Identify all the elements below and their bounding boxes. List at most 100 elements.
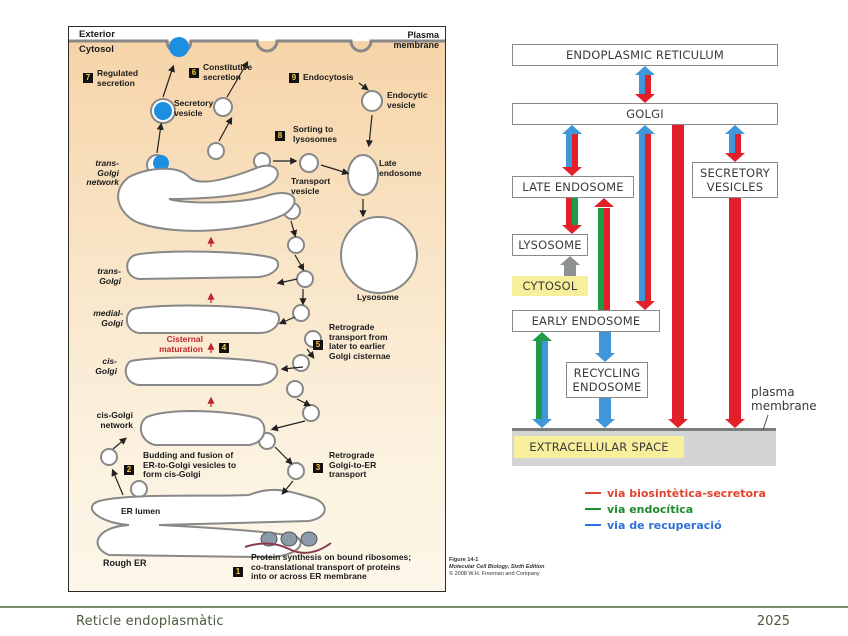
arrow-golgi-early-endosome-up-shaft [639, 133, 645, 302]
figure-caption: Figure 14-1 Molecular Cell Biology, Sixt… [449, 557, 544, 578]
arrow-pm-early-endosome-down-head [532, 419, 552, 428]
cytosol-label: Cytosol [79, 44, 114, 55]
footer-year: 2025 [756, 614, 790, 629]
medial-golgi-label: medial- Golgi [93, 308, 123, 328]
arrow-late-lysosome-head [562, 225, 582, 234]
constitutive-secretion-label: Constitutive secretion [203, 62, 253, 82]
arrow-golgi-constitutive-head [668, 419, 688, 428]
trans-golgi-network-label: trans- Golgi network [86, 158, 119, 187]
arrow-golgi-late-endosome-up-shaft [566, 133, 572, 168]
arrow-late-lysosome-red-shaft [566, 198, 572, 226]
arrow-golgi-late-endosome-down-shaft [572, 133, 578, 168]
plasma-membrane-pointer [762, 414, 769, 431]
step-6-badge: 6 [189, 68, 199, 78]
plasma-membrane-label: Plasma membrane [393, 30, 439, 50]
arrow-pm-early-endosome-down-shaft [542, 340, 548, 420]
budding-fusion-label: Budding and fusion of ER-to-Golgi vesicl… [143, 450, 237, 479]
box-endoplasmic-reticulum: ENDOPLASMIC RETICULUM [512, 44, 778, 66]
cis-golgi-cisterna [124, 356, 279, 386]
box-lysosome: LYSOSOME [512, 234, 588, 256]
arrow-er-golgi-down-shaft [645, 74, 651, 95]
exocytosed-granule [169, 37, 189, 57]
trans-golgi-cisterna [126, 250, 280, 281]
arrow-golgi-secretory-down-head [725, 153, 745, 162]
legend-label: via endocítica [607, 502, 694, 516]
box-recycling-endosome: RECYCLING ENDOSOME [566, 362, 648, 398]
arrow-recycling-pm-shaft [599, 398, 611, 420]
arrow-secretory-exocytosis-head [725, 419, 745, 428]
regulated-secretion-label: Regulated secretion [97, 68, 139, 88]
arrow-golgi-late-endosome-up-head [562, 125, 582, 134]
rough-er-label: Rough ER [103, 558, 147, 568]
lysosome-label: Lysosome [357, 292, 399, 302]
step-3-badge: 3 [313, 463, 323, 473]
arrow-late-lysosome-green-shaft [572, 198, 578, 226]
arrow-early-late-green-shaft [598, 208, 604, 310]
legend-item-biosynthetic: via biosintètica-secretora [585, 485, 766, 501]
mrna [244, 542, 332, 554]
exterior-region [69, 27, 445, 41]
box-cytosol: CYTOSOL [512, 276, 588, 296]
legend-swatch [585, 492, 601, 494]
transport-vesicle-label: Transport vesicle [291, 176, 331, 196]
retrograde-er-label: Retrograde Golgi-to-ER transport [329, 450, 377, 479]
arrow-pm-early-endosome-up-shaft [536, 340, 542, 420]
step-9-badge: 9 [289, 73, 299, 83]
trans-golgi-label: trans- Golgi [97, 266, 121, 286]
lysosome [340, 216, 418, 294]
tgn-vesicle [207, 142, 225, 160]
box-late-endosome: LATE ENDOSOME [512, 176, 634, 198]
step-1-badge: 1 [233, 567, 243, 577]
arrow-early-recycling-shaft [599, 332, 611, 354]
er-lumen-label: ER lumen [121, 506, 161, 516]
trans-golgi-network [117, 164, 296, 232]
protein-synthesis-label: Protein synthesis on bound ribosomes; co… [251, 552, 412, 581]
arrow-golgi-early-endosome-up-head [635, 125, 655, 134]
footer-title: Reticle endoplasmàtic [76, 614, 224, 629]
cis-golgi-network [139, 410, 266, 446]
arrow-golgi-early-endosome-down-head [635, 301, 655, 310]
endocytosis-label: Endocytosis [303, 72, 354, 82]
arrow-golgi-early-endosome-down-shaft [645, 133, 651, 302]
box-golgi: GOLGI [512, 103, 778, 125]
cis-golgi-label: cis- Golgi [95, 356, 117, 376]
arrow-er-golgi-up-head [635, 66, 655, 75]
box-early-endosome: EARLY ENDOSOME [512, 310, 660, 332]
transport-vesicle-2 [299, 153, 319, 173]
figure-copyright: © 2008 W.H. Freeman and Company [449, 571, 540, 577]
figure-source-book: Molecular Cell Biology, Sixth Edition [449, 564, 545, 570]
arrow-golgi-late-endosome-down-head [562, 167, 582, 176]
arrow-golgi-secretory-up-shaft [729, 133, 735, 154]
arrow-cytosol-lysosome-head [560, 256, 580, 265]
figure-number: Figure 14-1 [449, 557, 479, 563]
legend-item-endocytic: via endocítica [585, 501, 766, 517]
arrow-early-recycling-head [595, 353, 615, 362]
secretory-pathway-figure: Exterior Cytosol Plasma membrane 7 Regul… [68, 26, 446, 592]
constitutive-vesicle [213, 97, 233, 117]
box-secretory-vesicles: SECRETORY VESICLES [692, 162, 778, 198]
cis-golgi-network-label: cis-Golgi network [96, 410, 133, 430]
endocytic-vesicle-label: Endocytic vesicle [387, 90, 428, 110]
exterior-label: Exterior [79, 29, 115, 40]
arrow-cytosol-lysosome-shaft [564, 264, 576, 276]
step-5-badge: 5 [313, 340, 323, 350]
arrow-er-golgi-up-shaft [639, 74, 645, 95]
extracellular-space-label: EXTRACELLULAR SPACE [514, 436, 684, 458]
step-8-badge: 8 [275, 131, 285, 141]
arrow-secretory-exocytosis-shaft [729, 198, 741, 420]
retrograde-golgi-label: Retrograde transport from later to earli… [329, 322, 391, 361]
arrow-recycling-pm-head [595, 419, 615, 428]
legend-swatch [585, 508, 601, 510]
late-endosome-label: Late endosome [379, 158, 422, 178]
arrow-er-golgi-down-head [635, 94, 655, 103]
legend-label: via de recuperació [607, 518, 722, 532]
step-2-badge: 2 [124, 465, 134, 475]
footer-divider [0, 606, 848, 608]
legend-label: via biosintètica-secretora [607, 486, 766, 500]
legend-item-recovery: via de recuperació [585, 517, 766, 533]
arrow-early-late-red-shaft [604, 208, 610, 310]
cell-organelles-illustration [69, 37, 445, 559]
legend: via biosintètica-secretora via endocític… [585, 485, 766, 533]
secretory-vesicle-label: Secretory vesicle [174, 98, 214, 118]
